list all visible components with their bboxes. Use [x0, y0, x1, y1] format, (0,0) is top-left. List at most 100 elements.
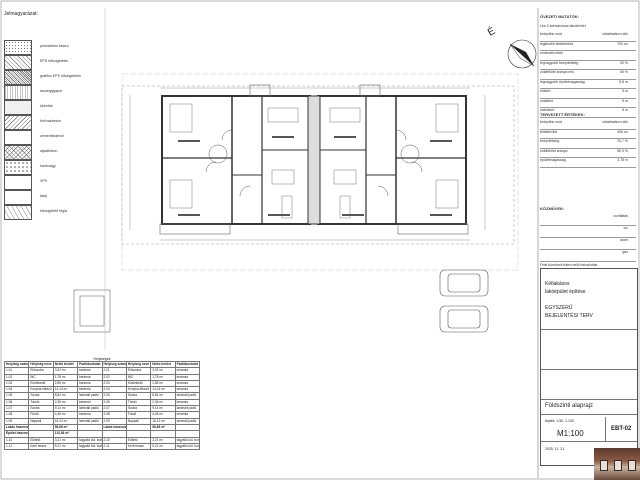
legend-label: kavicságy: [40, 164, 56, 168]
info-row: zöldfelület aránya min.50 %: [540, 70, 636, 74]
table-cell: Helyiség száma: [101, 360, 127, 369]
info-row-value: 5 m: [622, 89, 628, 93]
north-arrow-icon: [507, 39, 537, 69]
title-line3: EGYSZERŰ: [545, 305, 573, 311]
info-row-value: 30 %: [620, 60, 628, 65]
info-row: minimális telek: [540, 51, 636, 55]
table-cell: kerámia: [174, 379, 201, 388]
legend-swatch: [4, 70, 32, 85]
info-row-value: víz: [623, 226, 628, 230]
sheet-number: EBT-02: [611, 426, 632, 432]
table-cell: 2.11: [101, 442, 127, 451]
section1-title: ÖVEZETI MUTATÓK:: [540, 14, 579, 19]
title-line1: Kétlakásos: [545, 281, 570, 287]
info-row-label: hátsókert: [540, 108, 555, 112]
legend-label: XPS: [40, 179, 48, 183]
table-cell: Épület hasznos alapterülete:: [3, 430, 30, 438]
title-line4: BEJELENTÉSI TERV: [545, 313, 593, 319]
legend-swatch: [4, 85, 32, 100]
unit-left: [161, 95, 311, 225]
table-cell: Padlóburkolat: [174, 360, 201, 369]
legend-swatch: [4, 190, 32, 205]
legend-swatch: [4, 175, 32, 190]
table-cell: Helyiség neve: [28, 360, 54, 369]
table-cell: Kerti terasz: [125, 442, 152, 451]
info-row-label: legnagyobb épületmagasság: [540, 79, 585, 84]
table-cell: Padlóburkolat: [77, 360, 103, 369]
info-row-label: oldalkert: [540, 98, 554, 103]
info-row-label: épületmagasság: [540, 158, 566, 162]
info-row-value: áram: [620, 238, 628, 242]
legend-swatch: [4, 55, 32, 70]
info-row: hátsókert 6 m: [540, 108, 636, 112]
scale: M1:100: [557, 429, 584, 438]
table-cell: 1.11: [3, 442, 30, 451]
table-cell: Konyha-étkező: [125, 386, 152, 394]
legend-label: fúrt/vasbeton: [40, 119, 61, 123]
legend-label: cementesztrich: [40, 134, 65, 138]
info-row-label: zöldfelület aránya: [540, 148, 568, 153]
table-cell: kerámia: [174, 386, 201, 394]
legend-label: talaj: [40, 194, 47, 198]
table-cell: kerámia: [174, 411, 201, 419]
info-row-value: 50,9 %: [617, 148, 628, 153]
table-cell: fagyálló kül. burk.: [77, 436, 103, 444]
building-photo: [594, 448, 640, 480]
legend-title: Jelmagyarázat:: [4, 11, 38, 17]
info-row-value: gáz: [622, 250, 628, 254]
room-table-group: Helyiségek: [93, 357, 111, 361]
table-cell: laminált padló: [77, 405, 103, 413]
scale-note: lépték: 1:50, 1:100: [545, 419, 574, 423]
table-cell: kerámia: [174, 398, 201, 407]
table-cell: Kerti terasz: [28, 442, 54, 451]
table-cell: 5,21 m²: [150, 442, 176, 451]
table-cell: fagyálló kül. burk.: [174, 436, 201, 444]
info-row-label: minimális telek: [540, 51, 563, 55]
detail-box: [73, 289, 111, 333]
info-row: legnagyobb beépítettség 30 %: [540, 61, 636, 65]
table-cell: fagyálló kül. burk.: [174, 442, 201, 451]
info-row-value: 6 m: [622, 108, 628, 112]
section1-sub: Lke-3 kertvárosias lakóterület: [540, 24, 586, 28]
table-cell: [174, 430, 201, 438]
legend-swatch: [4, 40, 32, 55]
info-row: oldalkert 5 m: [540, 99, 636, 103]
legend-label: grafitos EPS hőszigetelés: [40, 74, 81, 78]
info-row: zöldfelület aránya 50,9 %: [540, 149, 636, 153]
info-row-value: 5,5 m: [619, 79, 628, 84]
legend-swatch: [4, 160, 32, 175]
table-row: Lakás hasznos alapterülete:56,68 m²Lakás…: [3, 423, 201, 432]
table-cell: fagyálló kül. burk.: [77, 442, 103, 451]
table-cell: kerámia: [174, 367, 201, 375]
table-cell: Helyiség neve: [125, 360, 152, 369]
legend-label: kőzetfal: [40, 104, 53, 108]
legend-swatch: [4, 145, 32, 160]
info-panel: ÖVEZETI MUTATÓK:: [540, 14, 636, 19]
info-row-value: 3,78 m: [617, 158, 628, 162]
table-cell: Lakás hasznos alapterülete:: [3, 423, 30, 432]
info-row-value: oldalhatáron álló: [602, 32, 628, 36]
section2-title: TERVEZETT ÉRTÉKEK:: [540, 112, 585, 117]
info-row-label: legnagyobb beépítettség: [540, 60, 579, 65]
legend-swatch: [4, 205, 32, 220]
info-row-value: 5 m: [622, 98, 628, 103]
section3-title: KÖZMŰVEK:: [540, 206, 565, 211]
table-cell: kerámia: [174, 373, 201, 381]
info-row-label: beépítési mód: [540, 120, 562, 124]
